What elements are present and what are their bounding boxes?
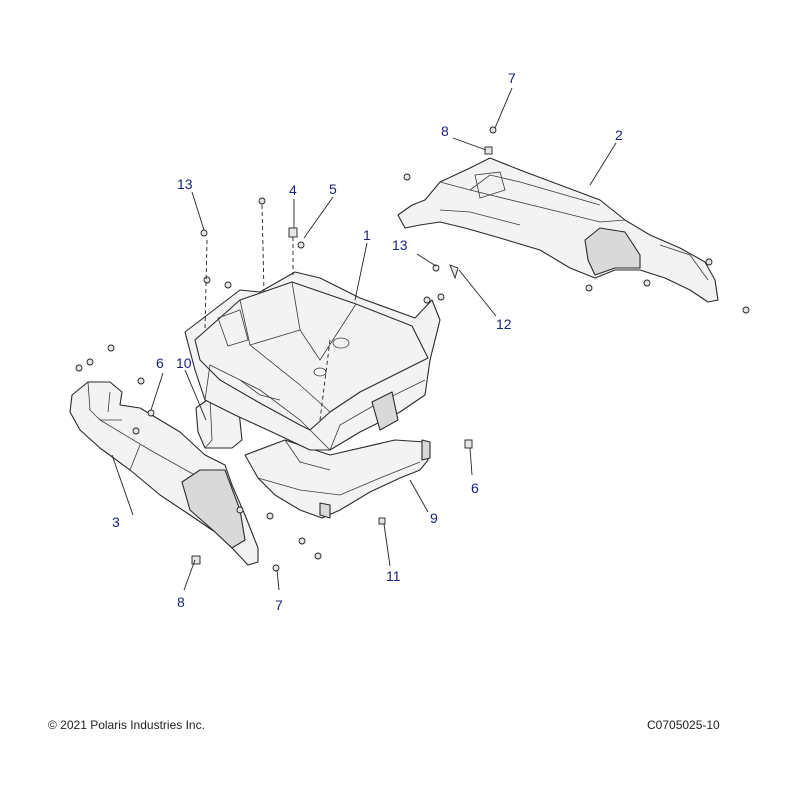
callout-1: 1 (363, 227, 371, 243)
leader-lines (111, 87, 617, 591)
callout-9: 9 (430, 510, 438, 526)
drawing-id: C0705025-10 (647, 718, 720, 732)
callout-8-top: 8 (441, 123, 449, 139)
callout-13-left: 13 (177, 176, 193, 192)
callout-7-top: 7 (508, 70, 516, 86)
callout-10: 10 (176, 355, 192, 371)
callout-labels: 1 2 3 4 5 6 6 7 7 8 8 9 10 11 12 13 13 (112, 70, 623, 613)
callout-6-right: 6 (471, 480, 479, 496)
callout-2: 2 (615, 127, 623, 143)
part-2-rear-rail (397, 157, 719, 303)
alignment-lines (204, 204, 331, 421)
callout-3: 3 (112, 514, 120, 530)
part-1-storage-tub (184, 271, 441, 451)
fasteners (75, 126, 750, 572)
callout-12: 12 (496, 316, 512, 332)
part-9-floor-panel (244, 439, 431, 519)
callout-6-left: 6 (156, 355, 164, 371)
callout-7-bottom: 7 (275, 597, 283, 613)
callout-5: 5 (329, 181, 337, 197)
callout-4: 4 (289, 182, 297, 198)
copyright-text: © 2021 Polaris Industries Inc. (48, 718, 205, 732)
callout-13-center: 13 (392, 237, 408, 253)
part-3-left-rail (69, 381, 259, 566)
callout-11: 11 (386, 568, 401, 584)
callout-8-bottom: 8 (177, 594, 185, 610)
